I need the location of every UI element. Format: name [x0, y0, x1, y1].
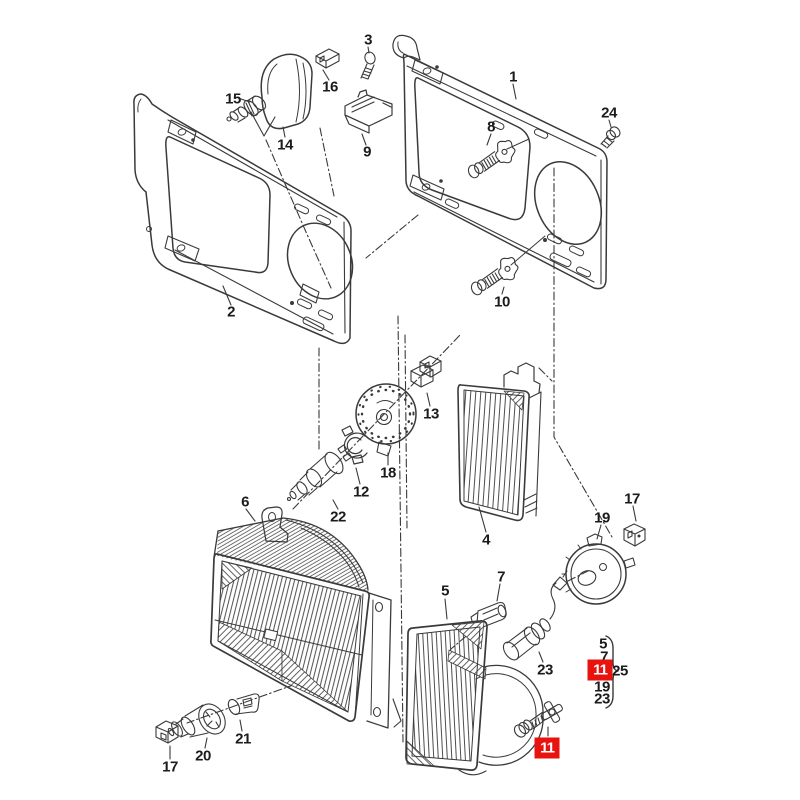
part-17-connector-right — [623, 523, 646, 547]
part-label-group-5[interactable]: 5 — [599, 635, 607, 653]
part-14-motor — [260, 53, 313, 130]
part-19-round-housing — [561, 533, 636, 605]
part-15-motor-shaft — [226, 95, 276, 137]
leader-lines — [169, 46, 637, 760]
part-20-bulb-holder — [167, 703, 226, 738]
axis-lines — [186, 127, 613, 743]
part-label-14[interactable]: 14 — [277, 136, 293, 154]
part-4-lens-insert — [457, 362, 542, 522]
part-label-2[interactable]: 2 — [227, 303, 235, 321]
part-22-bulb — [286, 444, 353, 502]
part-label-18[interactable]: 18 — [380, 464, 396, 482]
part-label-15[interactable]: 15 — [225, 90, 241, 108]
part-label-group-7[interactable]: 7 — [600, 648, 608, 666]
part-label-group-23[interactable]: 23 — [594, 690, 610, 708]
part-17-connector-left — [155, 720, 179, 744]
part-24-screw — [600, 126, 621, 149]
part-8-adjusting-screw — [467, 140, 516, 179]
part-label-group-19[interactable]: 19 — [594, 678, 610, 696]
part-label-3[interactable]: 3 — [364, 31, 372, 49]
part-label-23[interactable]: 23 — [537, 661, 553, 679]
part-label-17-right[interactable]: 17 — [624, 490, 640, 508]
part-5-fog-lens — [392, 620, 544, 776]
part-23-bulb-with-cable — [502, 570, 568, 661]
part-label-4[interactable]: 4 — [482, 531, 490, 549]
part-label-group-11[interactable]: 11 — [587, 659, 613, 681]
part-6-headlight — [209, 506, 392, 729]
part-10-adjusting-screw — [470, 257, 519, 296]
part-label-13[interactable]: 13 — [423, 405, 439, 423]
part-13-connector — [410, 355, 442, 388]
part-label-1[interactable]: 1 — [509, 68, 517, 86]
part-label-9[interactable]: 9 — [363, 143, 371, 161]
part-9-bracket — [344, 89, 393, 134]
part-label-22[interactable]: 22 — [330, 508, 346, 526]
part-label-16[interactable]: 16 — [322, 78, 338, 96]
part-16-clip — [315, 48, 340, 69]
part-label-5[interactable]: 5 — [441, 582, 449, 600]
part-label-19[interactable]: 19 — [594, 509, 610, 527]
part-label-6[interactable]: 6 — [241, 493, 249, 511]
part-label-10[interactable]: 10 — [494, 293, 510, 311]
part-label-12[interactable]: 12 — [353, 483, 369, 501]
part-11-fastening-screw — [513, 701, 563, 738]
part-label-7[interactable]: 7 — [497, 568, 505, 586]
part-label-20[interactable]: 20 — [195, 747, 211, 765]
part-2-mounting-frame-left — [133, 93, 354, 345]
part-1-mounting-frame-right — [392, 34, 608, 290]
part-label-group-25[interactable]: 25 — [612, 662, 628, 680]
parts-group-bracket — [605, 635, 619, 709]
part-label-11-part[interactable]: 11 — [534, 737, 560, 759]
part-label-8[interactable]: 8 — [487, 118, 495, 136]
part-21-bulb — [227, 693, 260, 716]
part-label-17-left[interactable]: 17 — [162, 758, 178, 776]
part-18-perforated-disc — [355, 383, 417, 457]
part-3-screw — [360, 51, 376, 80]
part-label-24[interactable]: 24 — [601, 104, 617, 122]
part-label-21[interactable]: 21 — [235, 730, 251, 748]
